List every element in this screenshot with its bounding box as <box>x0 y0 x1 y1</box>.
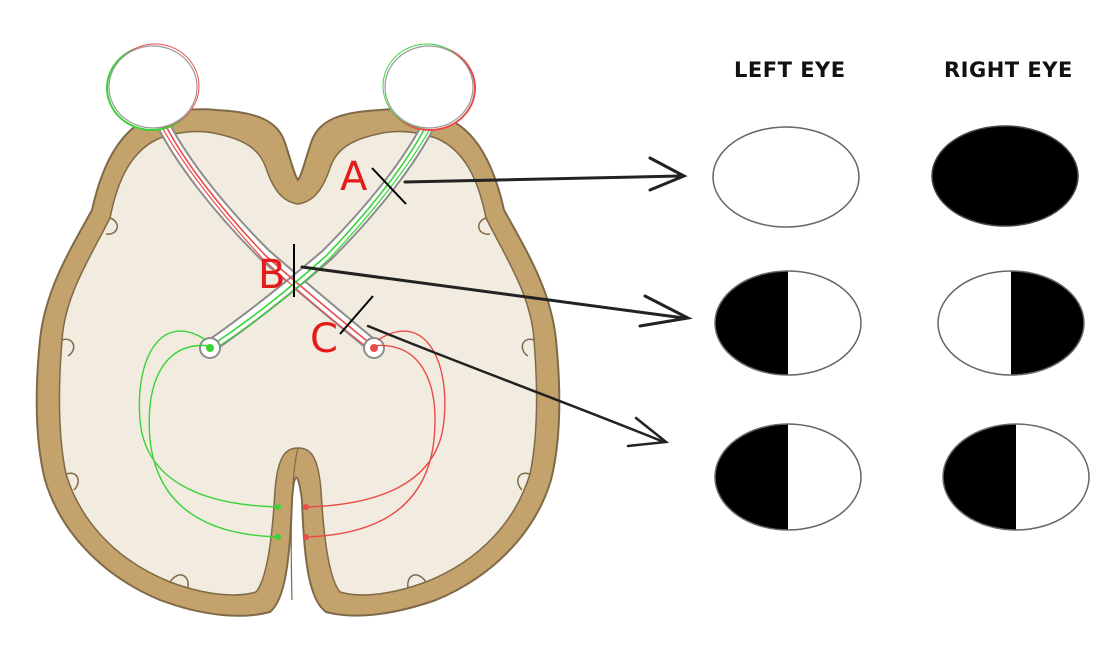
arrow-a-icon <box>403 156 688 192</box>
arrow-b-icon <box>300 265 693 328</box>
left-eye-header: LEFT EYE <box>734 58 846 82</box>
arrow-c-icon <box>366 324 670 448</box>
right-eye-header: RIGHT EYE <box>944 58 1073 82</box>
left-eyeball <box>106 43 200 131</box>
field-a-right-eye <box>931 125 1079 227</box>
lesion-a-mark <box>371 167 407 205</box>
field-c-right-eye <box>942 423 1090 531</box>
lesion-c-mark <box>339 295 374 335</box>
brain-outline <box>35 108 561 617</box>
field-b-right-eye <box>937 270 1085 376</box>
lesion-label-c: C <box>310 316 338 362</box>
optic-pathways <box>138 111 446 540</box>
field-c-left-eye <box>714 423 862 531</box>
lesion-label-a: A <box>340 154 368 200</box>
field-b-left-eye <box>714 270 862 376</box>
field-a-left-eye <box>712 126 860 228</box>
lesion-label-b: B <box>258 252 285 298</box>
right-eyeball <box>382 43 476 131</box>
